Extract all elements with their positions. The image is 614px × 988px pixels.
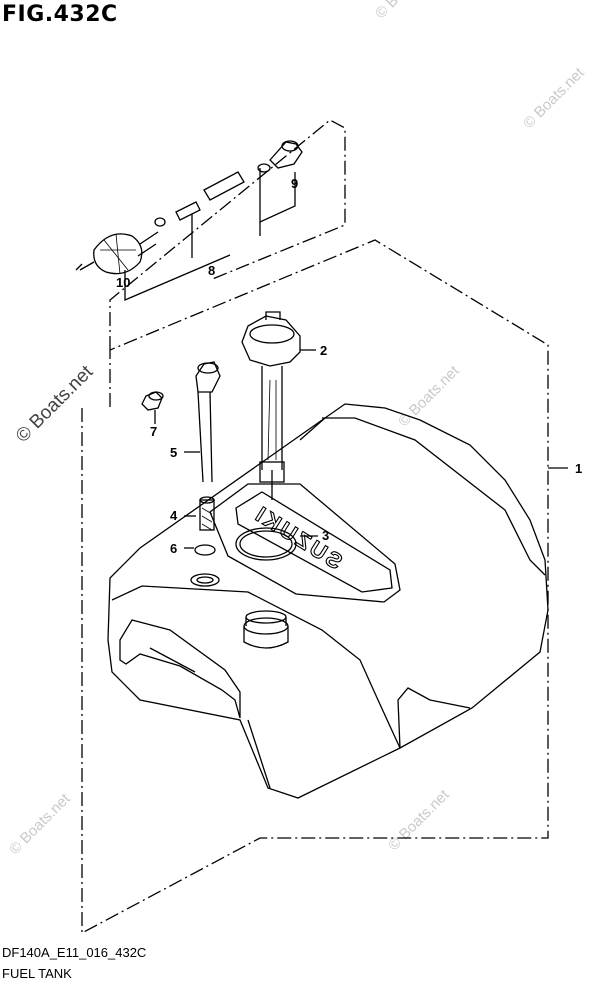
primer-bulb [93,233,143,275]
assembly-boundary [81,239,549,935]
tank-connector [269,141,303,169]
callout-4: 4 [170,508,178,523]
fuel-tank-body [107,403,549,799]
outlet-boss [190,573,220,587]
diagram-code: DF140A_E11_016_432C [2,945,147,960]
o-ring [194,544,216,556]
tank-handle [119,619,241,719]
callout-10: 10 [116,275,130,290]
callout-3: 3 [322,528,329,543]
gasket-ring [235,527,297,561]
callout-1: 1 [575,461,582,476]
callout-2: 2 [320,343,327,358]
fuel-filter [199,499,215,531]
hose-kit-boundary [109,119,346,350]
callout-8: 8 [208,263,215,278]
diagram-caption: FUEL TANK [2,966,72,981]
hose-segment [175,201,201,221]
callouts: 1 2 3 4 5 6 7 8 9 10 [116,176,582,556]
pickup-tube [197,391,213,483]
callout-7: 7 [150,424,157,439]
callout-5: 5 [170,445,177,460]
figure-title: FIG.432C [2,2,118,27]
fuel-gauge [241,315,301,367]
tank-top-panel [209,483,401,603]
hose-segment [203,171,245,201]
callout-6: 6 [170,541,177,556]
callout-9: 9 [291,176,298,191]
connector [141,391,163,411]
